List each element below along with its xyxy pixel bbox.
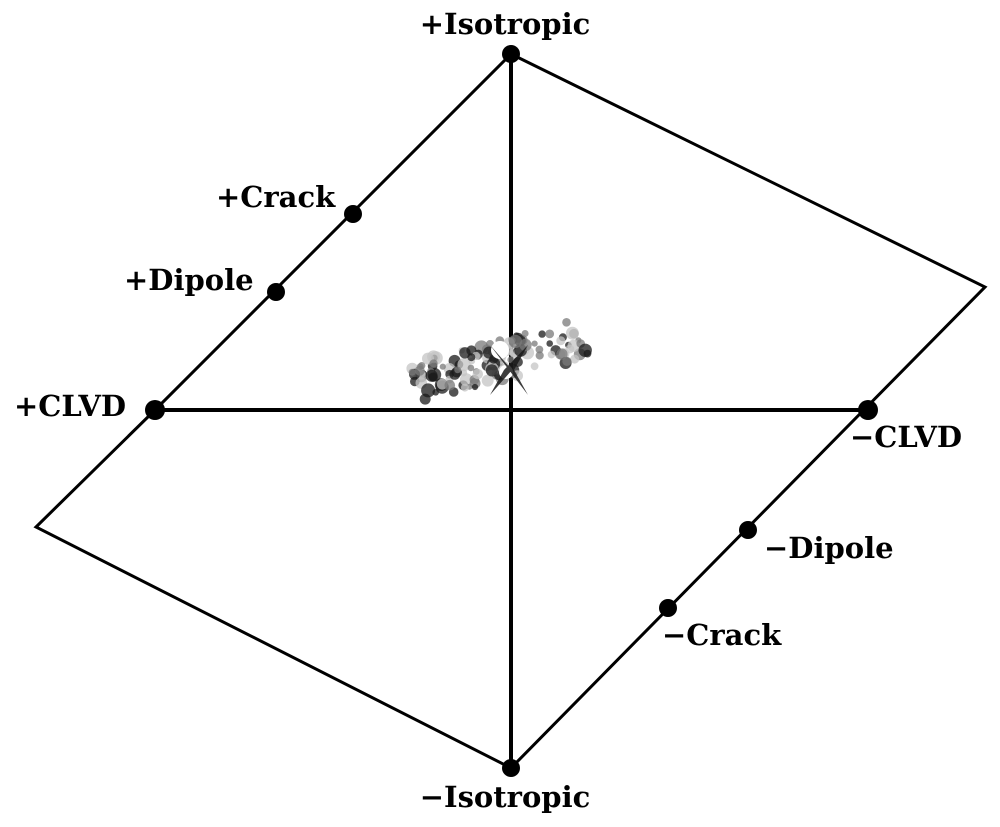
- cluster-mark: [508, 334, 523, 348]
- cluster-highlight: [491, 341, 509, 359]
- cluster-mark: [459, 373, 473, 387]
- cluster-mark: [472, 368, 483, 380]
- cluster-mark: [535, 345, 544, 354]
- label-neg-dipole: −Dipole: [764, 531, 894, 565]
- pos-dipole-point: [267, 283, 285, 301]
- cluster-mark: [565, 344, 575, 354]
- cluster-mark: [583, 349, 592, 358]
- cluster-mark: [530, 362, 539, 371]
- cluster-mark: [547, 350, 556, 359]
- cluster-mark: [535, 351, 544, 360]
- event-cluster: [406, 318, 592, 405]
- cluster-mark: [421, 383, 436, 398]
- cluster-mark: [444, 379, 456, 391]
- cluster-mark: [538, 330, 546, 338]
- cluster-mark: [425, 369, 438, 382]
- cluster-mark: [531, 340, 538, 347]
- cluster-mark: [545, 329, 555, 339]
- cluster-mark: [570, 354, 580, 364]
- cluster-mark: [460, 383, 469, 392]
- cluster-mark: [429, 359, 438, 368]
- cluster-mark: [521, 330, 529, 337]
- cluster-mark: [460, 369, 468, 377]
- cluster-mark: [556, 348, 568, 360]
- cluster-core: [490, 345, 528, 395]
- cluster-mark: [459, 347, 471, 359]
- cluster-mark: [562, 356, 572, 366]
- cluster-mark: [481, 374, 494, 387]
- cluster-mark: [556, 336, 566, 346]
- cluster-mark: [454, 366, 461, 374]
- cluster-mark: [565, 326, 579, 340]
- label-pos-clvd: +CLVD: [14, 389, 126, 423]
- label-pos-crack: +Crack: [216, 180, 336, 214]
- label-pos-dipole: +Dipole: [124, 263, 254, 297]
- cluster-mark: [562, 318, 571, 327]
- cluster-mark: [416, 363, 424, 371]
- label-neg-clvd: −CLVD: [850, 420, 962, 454]
- neg-crack-point: [659, 599, 677, 617]
- neg-dipole-point: [739, 521, 757, 539]
- cluster-mark: [546, 340, 553, 347]
- pos-clvd-point: [145, 400, 165, 420]
- diagram-outline: [33, 52, 988, 770]
- cluster-mark: [467, 364, 475, 372]
- pos-isotropic-point: [502, 45, 520, 63]
- cluster-mark: [519, 338, 532, 352]
- cluster-mark: [408, 368, 416, 376]
- neg-clvd-point: [858, 400, 878, 420]
- cluster-mark: [471, 383, 479, 391]
- label-neg-crack: −Crack: [662, 618, 782, 652]
- pos-crack-point: [344, 205, 362, 223]
- neg-isotropic-point: [502, 759, 520, 777]
- cluster-mark: [457, 358, 471, 372]
- label-neg-isotropic: −Isotropic: [420, 780, 591, 814]
- label-pos-isotropic: +Isotropic: [420, 7, 591, 41]
- cluster-mark: [439, 363, 446, 370]
- cluster-mark: [485, 364, 498, 377]
